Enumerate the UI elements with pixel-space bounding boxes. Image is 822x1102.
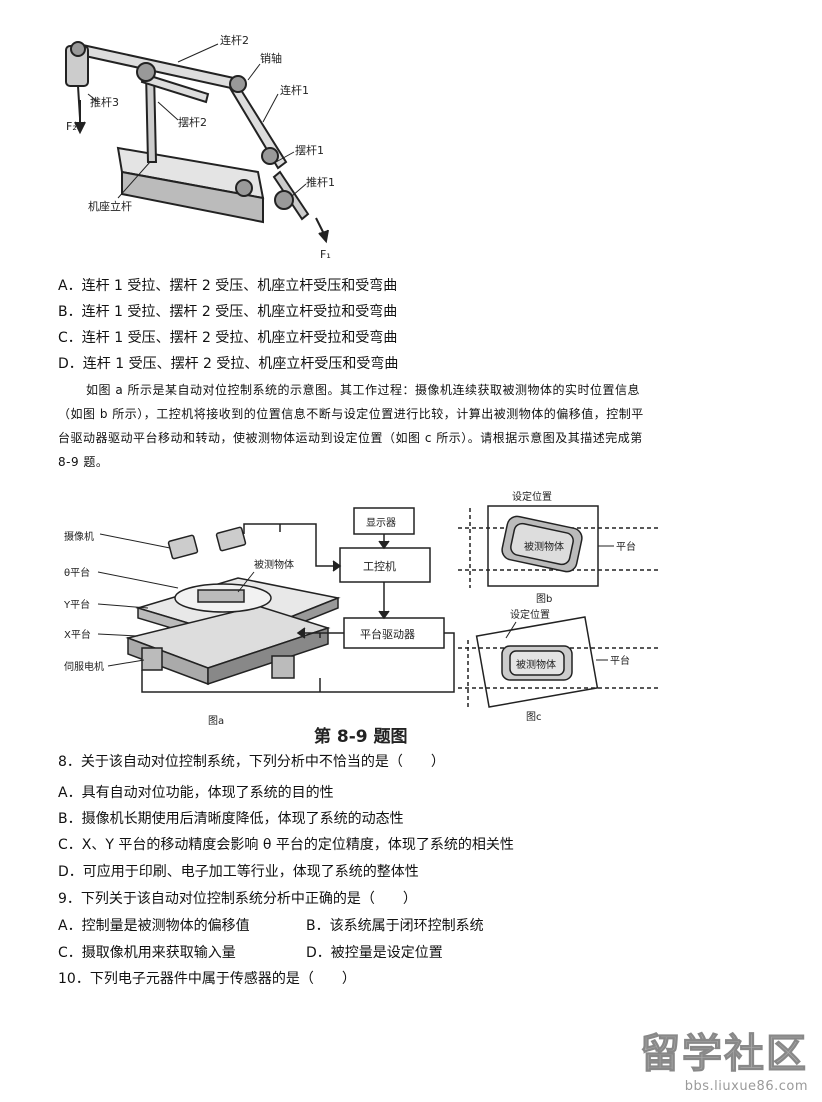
intro-paragraph: 如图 a 所示是某自动对位控制系统的示意图。其工作过程：摄像机连续获取被测物体的… [58, 383, 644, 469]
label-object-b: 被测物体 [524, 540, 564, 553]
label-set-position-b: 设定位置 [512, 490, 552, 503]
q7-option-d: D．连杆 1 受压、摆杆 2 受拉、机座立杆受压和受弯曲 [58, 356, 399, 372]
q9-option-b: B．该系统属于闭环控制系统 [306, 918, 484, 934]
label-theta-platform: θ平台 [64, 566, 90, 579]
label-pushrod1: 推杆1 [306, 175, 335, 189]
q9-stem: 9．下列关于该自动对位控制系统分析中正确的是（ ） [58, 891, 417, 907]
q8-option-b: B．摄像机长期使用后清晰度降低，体现了系统的动态性 [58, 811, 404, 827]
label-fig-c: 图c [526, 711, 542, 723]
label-link1: 连杆1 [280, 83, 309, 97]
watermark: 留学社区 bbs.liuxue86.com [640, 1021, 808, 1095]
label-ipc: 工控机 [363, 559, 396, 573]
label-object-c: 被测物体 [516, 658, 556, 671]
alignment-system-figure: 摄像机 θ平台 Y平台 X平台 伺服电机 被测物体 显示器 工控机 平台驱动器 … [63, 490, 658, 747]
watermark-brand: 留学社区 [640, 1031, 808, 1078]
q8-option-a: A．具有自动对位功能，体现了系统的目的性 [58, 785, 334, 801]
q9-option-c: C．摄取像机用来获取输入量 [58, 945, 236, 961]
label-f2: F₂ [66, 120, 77, 133]
q10-stem: 10．下列电子元器件中属于传感器的是（ ） [58, 971, 356, 987]
q7-option-b: B．连杆 1 受拉、摆杆 2 受压、机座立杆受拉和受弯曲 [58, 304, 398, 320]
label-measured-object: 被测物体 [254, 558, 294, 571]
label-pin: 销轴 [260, 51, 282, 65]
watermark-url: bbs.liuxue86.com [684, 1079, 808, 1094]
label-base-post: 机座立杆 [88, 199, 132, 213]
q9-option-d: D．被控量是设定位置 [306, 945, 443, 961]
label-platform-b: 平台 [616, 540, 636, 553]
q9-option-a: A．控制量是被测物体的偏移值 [58, 918, 250, 934]
label-link2: 连杆2 [220, 33, 249, 47]
label-f1: F₁ [320, 248, 331, 261]
figure-caption: 第 8-9 题图 [314, 726, 408, 747]
label-rocker1: 摆杆1 [295, 143, 324, 157]
q7-option-c: C．连杆 1 受压、摆杆 2 受拉、机座立杆受拉和受弯曲 [58, 330, 398, 346]
label-platform-c: 平台 [610, 654, 630, 667]
label-y-platform: Y平台 [63, 598, 90, 611]
label-fig-a: 图a [208, 715, 224, 727]
label-fig-b: 图b [536, 593, 552, 605]
linkage-mechanism-figure: 连杆2 销轴 连杆1 摆杆1 推杆1 推杆3 摆杆2 F₂ F₁ 机座立杆 [65, 33, 335, 261]
label-set-position-c: 设定位置 [510, 608, 550, 621]
q7-option-a: A．连杆 1 受拉、摆杆 2 受压、机座立杆受压和受弯曲 [58, 278, 398, 294]
q8-option-c: C．X、Y 平台的移动精度会影响 θ 平台的定位精度，体现了系统的相关性 [58, 837, 514, 853]
label-display: 显示器 [366, 517, 396, 529]
label-rocker2: 摆杆2 [178, 115, 207, 129]
label-x-platform: X平台 [64, 628, 91, 641]
label-pushrod3: 推杆3 [90, 95, 119, 109]
label-camera: 摄像机 [64, 530, 94, 543]
q8-option-d: D．可应用于印刷、电子加工等行业，体现了系统的整体性 [58, 864, 419, 880]
q8-stem: 8．关于该自动对位控制系统，下列分析中不恰当的是（ ） [58, 754, 445, 770]
label-platform-driver: 平台驱动器 [360, 627, 415, 641]
label-servo-motor: 伺服电机 [64, 660, 104, 673]
